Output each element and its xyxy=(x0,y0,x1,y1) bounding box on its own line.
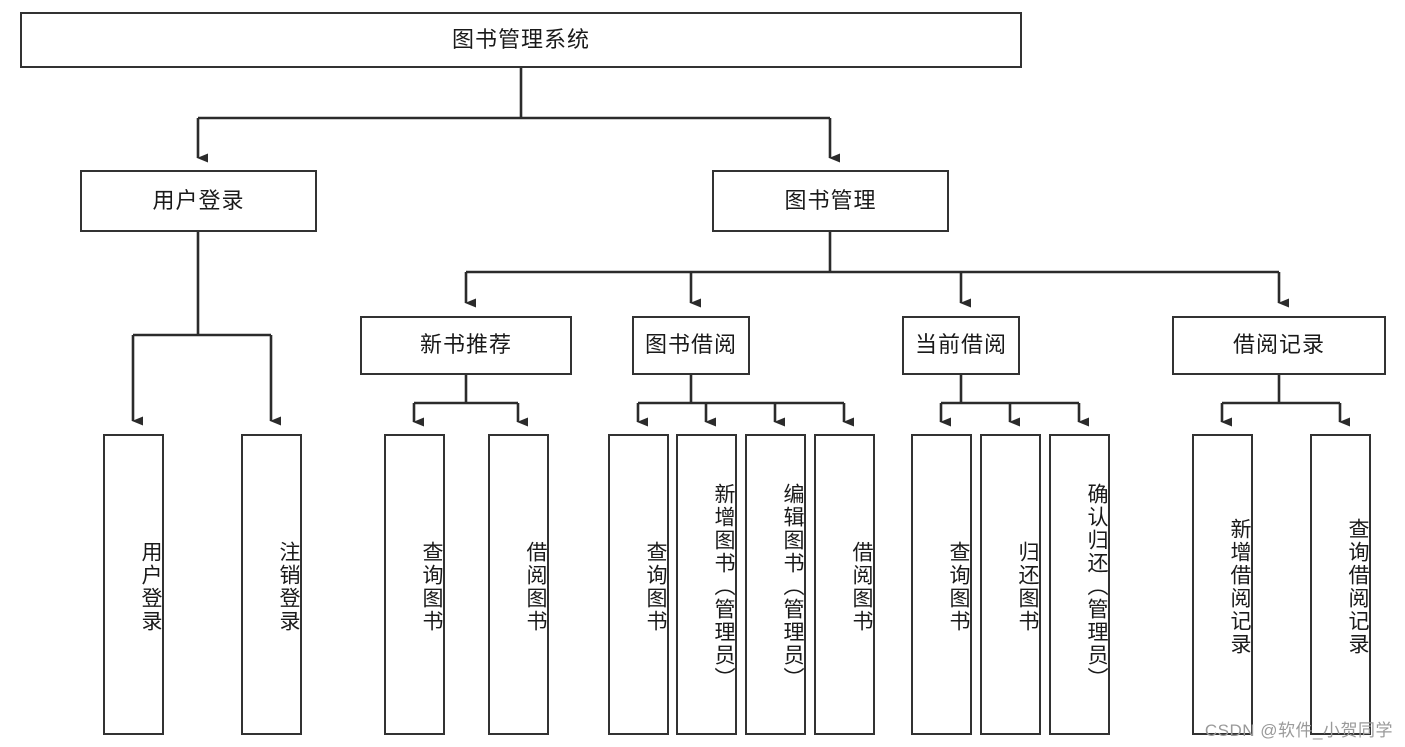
node-label: 图书管理系统 xyxy=(451,26,590,52)
node-leaf-query-book-3[interactable]: 查询图书 xyxy=(911,434,972,735)
node-borrow-record[interactable]: 借阅记录 xyxy=(1172,316,1386,375)
node-label: 注销登录 xyxy=(277,540,300,633)
node-label: 查询借阅记录 xyxy=(1346,517,1369,656)
node-label: 借阅图书 xyxy=(850,540,873,633)
node-label: 用户登录 xyxy=(139,540,162,633)
node-leaf-add-borrow-record[interactable]: 新增借阅记录 xyxy=(1192,434,1253,735)
node-leaf-edit-book-admin[interactable]: 编辑图书（管理员） xyxy=(745,434,806,735)
node-user-login[interactable]: 用户登录 xyxy=(80,170,317,232)
node-new-book-recommend[interactable]: 新书推荐 xyxy=(360,316,572,375)
node-label: 新增图书（管理员） xyxy=(712,483,735,690)
node-label: 借阅记录 xyxy=(1232,332,1325,358)
node-label: 用户登录 xyxy=(152,187,245,213)
node-label: 新书推荐 xyxy=(419,332,512,358)
node-label: 查询图书 xyxy=(947,540,970,633)
node-label: 新增借阅记录 xyxy=(1228,517,1251,656)
node-label: 查询图书 xyxy=(420,540,443,633)
node-label: 确认归还（管理员） xyxy=(1085,483,1108,690)
node-leaf-add-book-admin[interactable]: 新增图书（管理员） xyxy=(676,434,737,735)
node-label: 当前借阅 xyxy=(914,332,1007,358)
node-label: 编辑图书（管理员） xyxy=(781,483,804,690)
node-leaf-borrow-book-2[interactable]: 借阅图书 xyxy=(814,434,875,735)
node-root-book-management-system[interactable]: 图书管理系统 xyxy=(20,12,1022,68)
node-book-borrow[interactable]: 图书借阅 xyxy=(632,316,750,375)
node-label: 借阅图书 xyxy=(524,540,547,633)
node-leaf-borrow-book-1[interactable]: 借阅图书 xyxy=(488,434,549,735)
node-leaf-confirm-return-admin[interactable]: 确认归还（管理员） xyxy=(1049,434,1110,735)
node-label: 归还图书 xyxy=(1016,540,1039,633)
node-leaf-query-borrow-record[interactable]: 查询借阅记录 xyxy=(1310,434,1371,735)
node-book-management[interactable]: 图书管理 xyxy=(712,170,949,232)
node-leaf-query-book-1[interactable]: 查询图书 xyxy=(384,434,445,735)
node-leaf-query-book-2[interactable]: 查询图书 xyxy=(608,434,669,735)
csdn-watermark: CSDN @软件_小贺同学 xyxy=(1204,721,1393,740)
node-leaf-logout-login[interactable]: 注销登录 xyxy=(241,434,302,735)
node-label: 图书借阅 xyxy=(644,332,737,358)
node-current-borrow[interactable]: 当前借阅 xyxy=(902,316,1020,375)
node-label: 图书管理 xyxy=(784,187,877,213)
node-leaf-user-login[interactable]: 用户登录 xyxy=(103,434,164,735)
node-leaf-return-book[interactable]: 归还图书 xyxy=(980,434,1041,735)
node-label: 查询图书 xyxy=(644,540,667,633)
